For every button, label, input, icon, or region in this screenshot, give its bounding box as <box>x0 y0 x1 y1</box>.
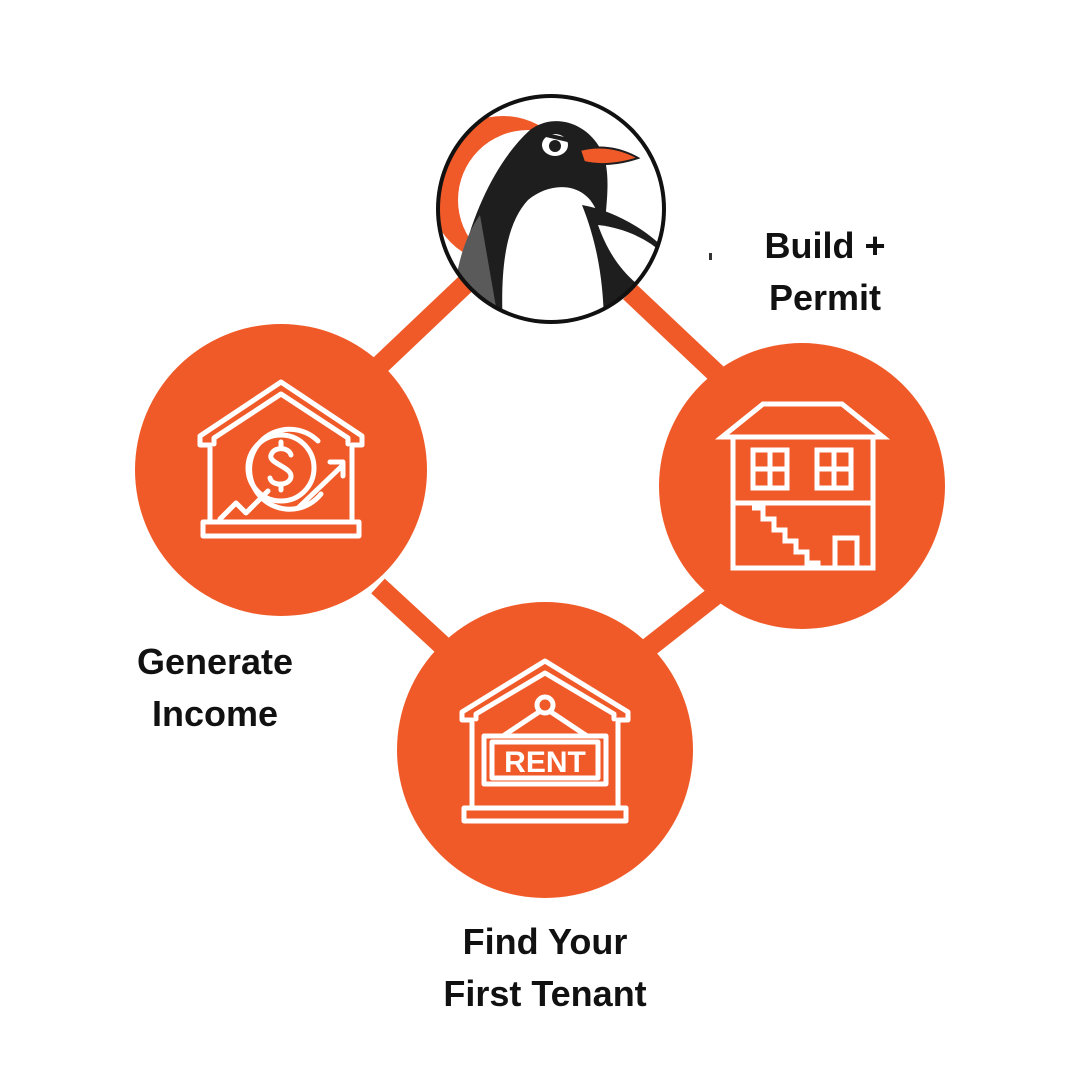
label-build-line1: Build + <box>764 225 886 266</box>
label-income-line2: Income <box>151 693 279 734</box>
connector-income-logo <box>373 264 485 373</box>
node-income-circle <box>135 324 427 616</box>
label-rent-line2: First Tenant <box>443 973 647 1014</box>
penguin-logo-icon <box>436 94 666 324</box>
label-find-tenant: Find Your First Tenant <box>395 916 695 1020</box>
label-income-line1: Generate <box>136 641 294 682</box>
node-rent-circle <box>397 602 693 898</box>
two-story-house-stairs-icon <box>714 401 891 571</box>
connector-logo-build <box>623 284 725 383</box>
node-build-circle <box>659 343 945 629</box>
connector-build-rent <box>641 585 725 656</box>
node-income <box>135 324 427 616</box>
node-build <box>659 343 945 629</box>
connectors <box>371 264 725 656</box>
small-mark <box>709 253 712 260</box>
label-build-permit: Build + Permit <box>705 220 945 324</box>
node-logo <box>436 94 666 324</box>
label-generate-income: Generate Income <box>95 636 335 740</box>
label-build-line2: Permit <box>768 277 882 318</box>
house-dollar-growth-icon <box>197 379 365 539</box>
label-rent-line1: Find Your <box>462 921 628 962</box>
rent-sign-text: RENT <box>504 746 586 779</box>
house-rent-sign-icon <box>459 658 631 824</box>
connector-income-rent <box>371 578 449 653</box>
node-rent: RENT <box>397 602 693 898</box>
